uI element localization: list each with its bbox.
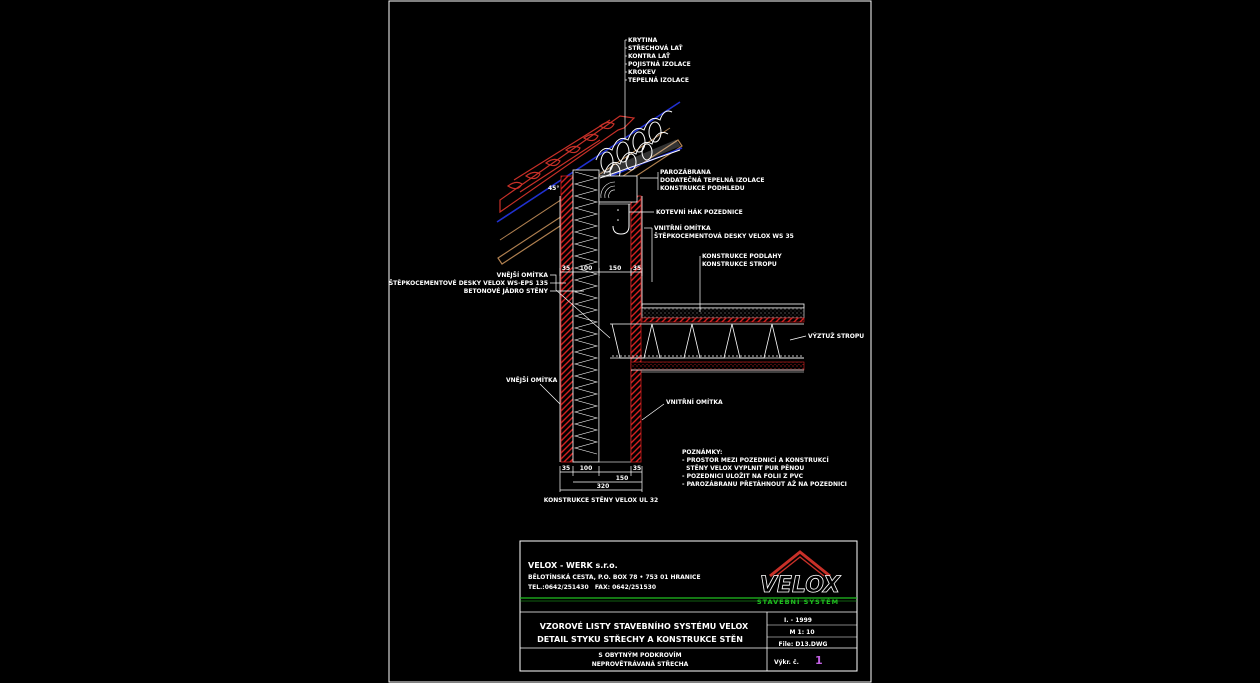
roof-label-1: STŘECHOVÁ LAŤ bbox=[628, 44, 683, 52]
velox-logo: VELOX STAVEBNÍ SYSTÉM bbox=[757, 550, 842, 606]
notes: POZNÁMKY: - PROSTOR MEZI POZEDNICÍ A KON… bbox=[682, 449, 847, 488]
drawing-scale: M 1: 10 bbox=[789, 629, 814, 636]
series-title: VZOROVÉ LISTY STAVEBNÍHO SYSTÉMU VELOX bbox=[540, 620, 749, 631]
dim-bottom-0: 35 bbox=[562, 465, 570, 472]
logo-text: VELOX bbox=[760, 573, 841, 598]
company-address: BĚLOTÍNSKÁ CESTA, P.O. BOX 78 • 753 01 H… bbox=[528, 573, 701, 581]
ceiling-label-0: PAROZÁBRANA bbox=[660, 169, 711, 176]
ceiling-structure bbox=[610, 323, 804, 359]
wall-left-label-2: BETONOVÉ JÁDRO STĚNY bbox=[464, 287, 549, 295]
inner-board bbox=[630, 195, 642, 463]
desc-line-2: NEPROVĚTRÁVANÁ STŘECHA bbox=[592, 660, 689, 668]
dim-top-3: 35 bbox=[633, 265, 641, 272]
title-block-frame bbox=[519, 540, 858, 672]
ceiling-label-1: DODATEČNÁ TEPELNÁ IZOLACE bbox=[660, 177, 765, 184]
inner-plaster-label: VNITŘNÍ OMÍTKA bbox=[666, 398, 723, 406]
wall-caption: KONSTRUKCE STĚNY VELOX UL 32 bbox=[544, 496, 658, 504]
drawing-file: File: D13.DWG bbox=[779, 641, 828, 648]
wall-plate bbox=[598, 175, 638, 203]
anchor-hook bbox=[612, 204, 630, 235]
note-2: - POZEDNICI ULOŽIT NA FOLII Z PVC bbox=[682, 472, 804, 480]
roof-labels: KRYTINA STŘECHOVÁ LAŤ KONTRA LAŤ POJISTN… bbox=[624, 37, 691, 140]
desc-line-1: S OBYTNÝM PODKROVÍM bbox=[598, 651, 681, 659]
dim-bottom-1: 100 bbox=[580, 465, 593, 472]
left-labels: VNĚJŠÍ OMÍTKA ŠTĚPKOCEMENTOVÉ DESKY VELO… bbox=[389, 271, 611, 405]
floor-label-0: KONSTRUKCE PODLAHY bbox=[702, 253, 782, 260]
roof-label-0: KRYTINA bbox=[628, 37, 658, 44]
company-phone: TEL.:0642/251430 FAX: 0642/251530 bbox=[528, 584, 656, 591]
dimensions: 35 100 150 35 35 100 35 150 320 KONSTRUK… bbox=[544, 265, 658, 504]
note-1: STĚNY VELOX VYPLNIT PUR PĚNOU bbox=[682, 464, 804, 472]
ceiling-rebar-label: VÝZTUŽ STROPU bbox=[808, 332, 864, 340]
slope-mark: 45° bbox=[548, 185, 559, 192]
floor-label-1: KONSTRUKCE STROPU bbox=[702, 261, 777, 268]
note-0: - PROSTOR MEZI POZEDNICÍ A KONSTRUKCÍ bbox=[682, 456, 829, 464]
sheet-label: Výkr. č. bbox=[774, 659, 799, 666]
inner-top-label-1: ŠTĚPKOCEMENTOVÁ DESKY VELOX WS 35 bbox=[654, 232, 794, 240]
notes-title: POZNÁMKY: bbox=[682, 449, 722, 456]
floor-slab bbox=[610, 303, 805, 373]
dim-bottom-4: 320 bbox=[597, 483, 610, 490]
company-name: VELOX - WERK s.r.o. bbox=[528, 561, 618, 570]
roof-label-3: POJISTNÁ IZOLACE bbox=[628, 61, 691, 68]
title-block: VELOX - WERK s.r.o. BĚLOTÍNSKÁ CESTA, P.… bbox=[519, 540, 858, 672]
dim-bottom-2: 35 bbox=[633, 465, 641, 472]
ceiling-label-2: KONSTRUKCE PODHLEDU bbox=[660, 185, 745, 192]
underlay-foil bbox=[496, 101, 681, 223]
hook-label: KOTEVNÍ HÁK POZEDNICE bbox=[656, 208, 743, 216]
drawing-subtitle: DETAIL STYKU STŘECHY A KONSTRUKCE STĚN bbox=[537, 633, 743, 644]
dim-bottom-3: 150 bbox=[616, 475, 629, 482]
roof-label-5: TEPELNÁ IZOLACE bbox=[628, 77, 689, 84]
roof-label-2: KONTRA LAŤ bbox=[628, 52, 671, 60]
note-3: - PAROZÁBRANU PŘETÁHNOUT AŽ NA POZEDNICI bbox=[682, 480, 847, 488]
outer-board bbox=[560, 175, 574, 463]
roof-label-4: KROKEV bbox=[628, 69, 656, 76]
wall-left-label-0: VNĚJŠÍ OMÍTKA bbox=[497, 271, 549, 279]
roof-insulation bbox=[595, 110, 673, 181]
logo-subtitle: STAVEBNÍ SYSTÉM bbox=[757, 597, 839, 606]
outer-plaster-label: VNĚJŠÍ OMÍTKA bbox=[506, 376, 558, 384]
dim-top-1: 100 bbox=[580, 265, 593, 272]
dim-top-0: 35 bbox=[562, 265, 570, 272]
logo-roof-icon bbox=[769, 550, 831, 578]
sheet-number: 1 bbox=[815, 654, 823, 667]
eps-zigzag bbox=[573, 171, 599, 455]
eps-insulation bbox=[572, 169, 600, 463]
ceiling-board bbox=[599, 139, 681, 179]
inner-top-label-0: VNITŘNÍ OMÍTKA bbox=[654, 224, 711, 232]
dim-top-2: 150 bbox=[609, 265, 622, 272]
right-labels: PAROZÁBRANA DODATEČNÁ TEPELNÁ IZOLACE KO… bbox=[629, 169, 864, 421]
concrete-core bbox=[598, 203, 632, 463]
roof-tiles bbox=[499, 115, 636, 214]
drawing-date: I. - 1999 bbox=[784, 617, 812, 624]
floor-screed bbox=[641, 307, 805, 319]
wall-left-label-1: ŠTĚPKOCEMENTOVÉ DESKY VELOX WS-EPS 135 bbox=[389, 279, 548, 287]
